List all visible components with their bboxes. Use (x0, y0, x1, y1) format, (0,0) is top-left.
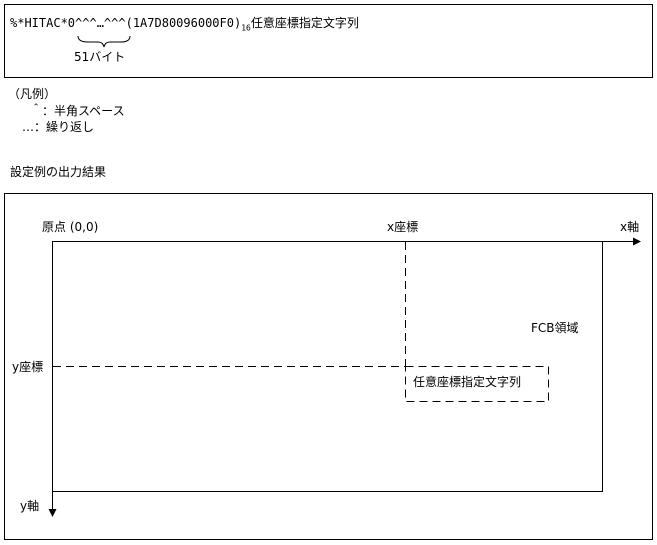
command-string: %*HITAC*0^^^…^^^(1A7D80096000F0)16任意座標指定… (10, 17, 359, 32)
origin-label: 原点 (0,0) (42, 220, 99, 234)
y-coordinate-label: y座標 (12, 360, 44, 374)
command-suffix: 任意座標指定文字列 (250, 16, 359, 30)
command-prefix: %*HITAC*0^^^…^^^(1A7D80096000F0) (10, 16, 242, 30)
legend-title: （凡例） (8, 87, 57, 101)
legend-item-space: ＾：半角スペース (30, 105, 125, 117)
y-axis-arrow (48, 509, 57, 517)
diagram-box (4, 193, 653, 540)
legend-text-space: ：半角スペース (42, 104, 125, 118)
text-box-label: 任意座標指定文字列 (413, 375, 522, 389)
command-box (4, 4, 653, 78)
fcb-area-label: FCB領域 (531, 321, 579, 335)
byte-brace (77, 35, 131, 48)
command-subscript: 16 (241, 23, 251, 33)
legend-symbol-ellipsis: … (22, 120, 34, 134)
x-axis-arrow (633, 237, 641, 246)
section-title: 設定例の出力結果 (10, 165, 107, 179)
legend-symbol-caret: ＾ (30, 104, 43, 118)
legend-item-repeat: …：繰り返し (22, 121, 94, 133)
x-axis-label: x軸 (620, 220, 640, 234)
x-coordinate-label: x座標 (387, 220, 419, 234)
text-box-rect (405, 366, 549, 402)
brace-label: 51バイト (74, 50, 126, 64)
y-axis-label: y軸 (20, 499, 40, 513)
legend-text-repeat: ：繰り返し (34, 120, 95, 134)
